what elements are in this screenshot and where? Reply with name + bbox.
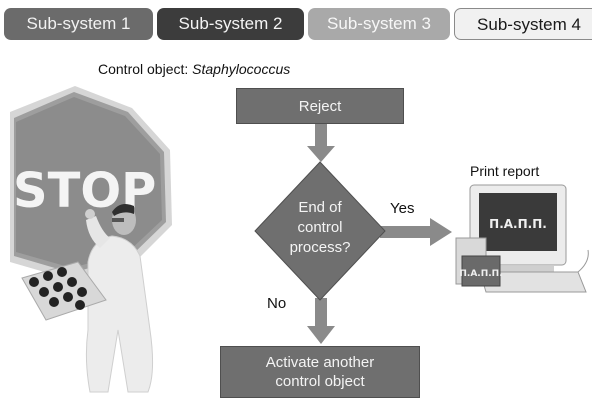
no-label: No (267, 295, 287, 312)
control-object-caption: Control object: Staphylococcus (98, 61, 290, 77)
floppy-disk-icon (461, 255, 501, 287)
stop-text: STOP (13, 163, 156, 219)
tab-sub-system-4[interactable]: Sub-system 4 (454, 8, 592, 40)
decision-line-2: control (297, 219, 343, 236)
arrow-decision-to-print (380, 218, 452, 246)
organism-name: Staphylococcus (192, 61, 291, 77)
activate-line-1: Activate another (265, 354, 375, 371)
stop-sign-icon: STOP (10, 86, 172, 280)
arrow-reject-to-decision (307, 124, 335, 162)
screen-text: П.А.П.П. (489, 217, 547, 231)
decision-line-3: process? (289, 239, 351, 256)
activate-box: Activate another control object (220, 346, 420, 398)
decision-line-1: End of (298, 199, 342, 216)
scientist-icon (85, 204, 154, 393)
print-report-label: Print report (470, 163, 540, 179)
tab-sub-system-1[interactable]: Sub-system 1 (4, 8, 153, 40)
computer-icon: П.А.П.П. П.А.П.П. (455, 184, 589, 293)
reject-label: Reject (298, 98, 342, 115)
vial-tray-icon (21, 261, 107, 321)
reject-box: Reject (236, 88, 404, 124)
decision-diamond (254, 161, 386, 301)
arrow-decision-to-activate (307, 298, 335, 344)
yes-label: Yes (390, 200, 415, 217)
disk-text: П.А.П.П. (459, 269, 502, 279)
tab-sub-system-3[interactable]: Sub-system 3 (308, 8, 450, 40)
decision-text: End of control process? (272, 198, 368, 258)
caption-prefix: Control object: (98, 61, 193, 77)
activate-line-2: control object (275, 373, 365, 390)
tab-sub-system-2[interactable]: Sub-system 2 (157, 8, 304, 40)
